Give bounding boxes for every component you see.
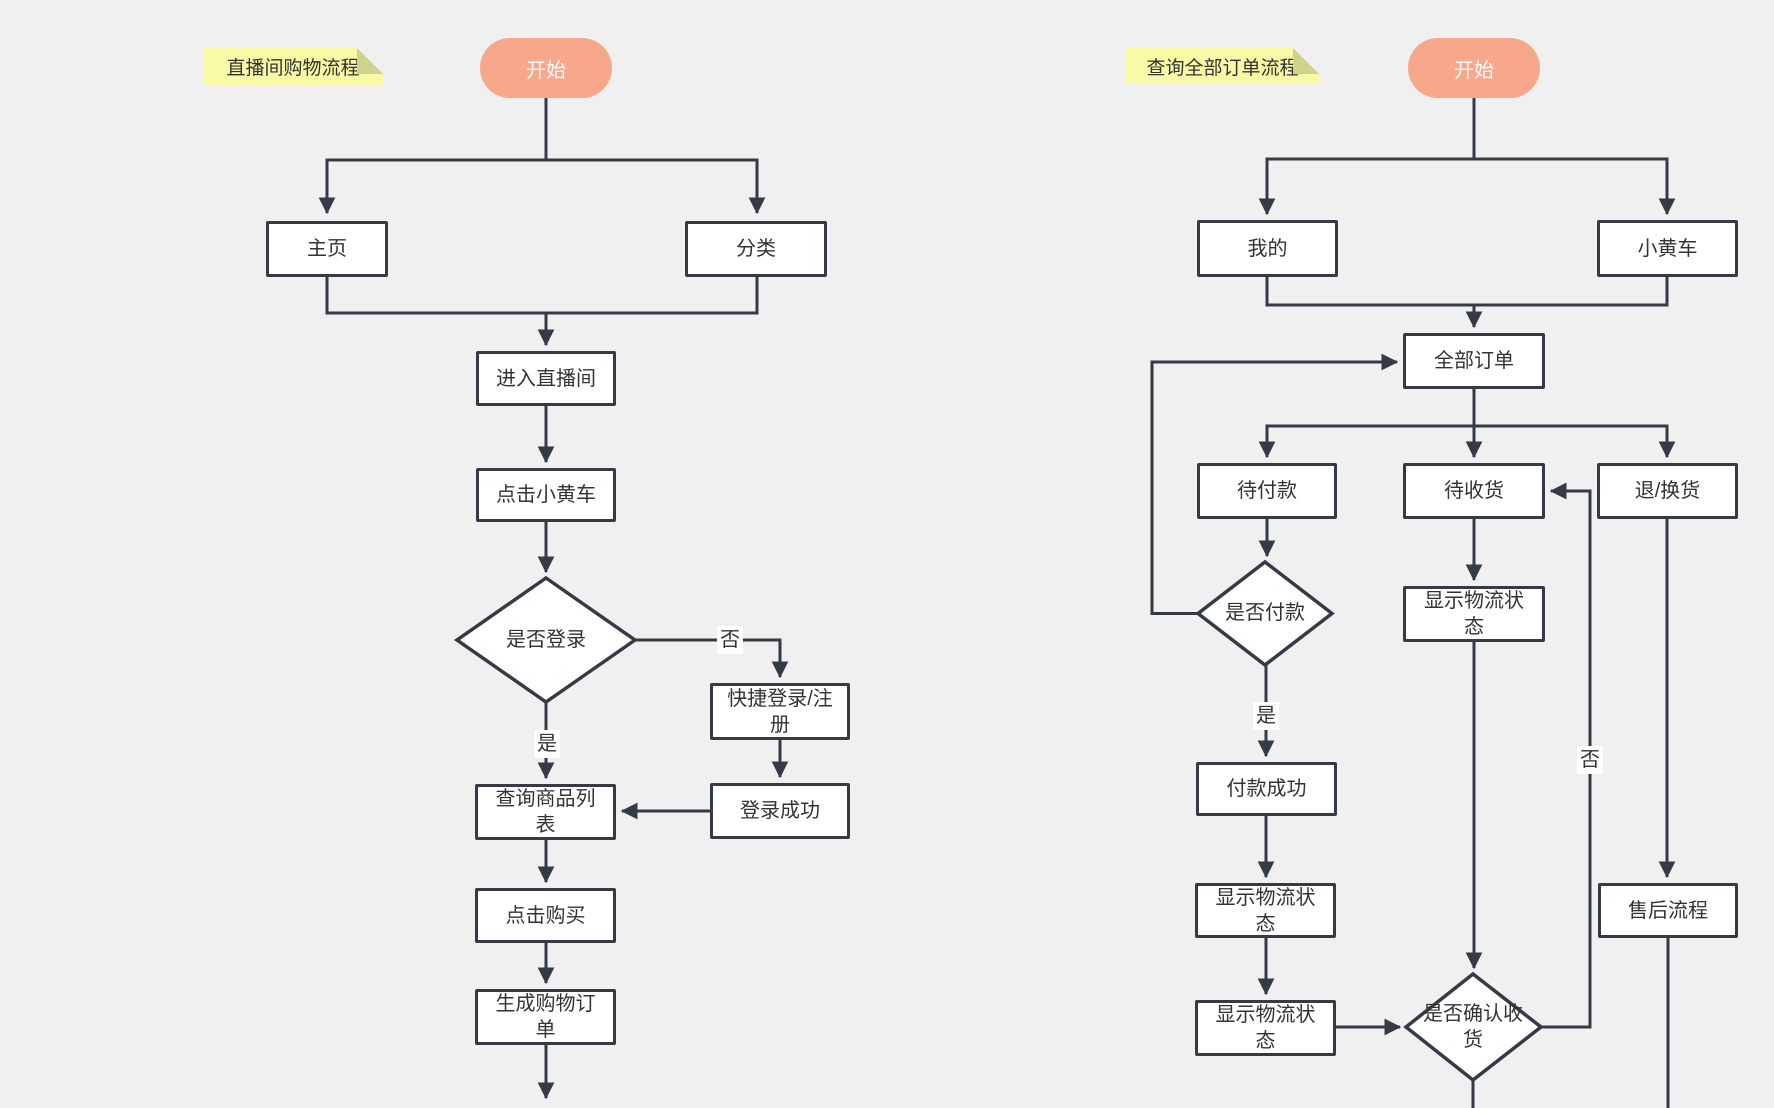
edge-mine-merge (1265, 277, 1474, 307)
decision-payment-shape[interactable] (1195, 559, 1335, 668)
edge-start1-to-home (318, 158, 546, 215)
note-live-shopping-flow[interactable]: 直播间购物流程 (203, 48, 383, 85)
node-login-success[interactable]: 登录成功 (710, 783, 850, 839)
node-yellow-cart[interactable]: 小黄车 (1597, 220, 1738, 277)
edge-start1-to-category (546, 158, 766, 215)
edge-label-confirm-no: 否 (1577, 746, 1603, 774)
node-logistics-status-1[interactable]: 显示物流状态 (1195, 883, 1336, 938)
edge-category-merge (546, 277, 759, 315)
edge-yellowcart-merge (1474, 277, 1669, 307)
node-after-sales-process[interactable]: 售后流程 (1598, 883, 1738, 938)
node-create-purchase-order[interactable]: 生成购物订单 (475, 989, 616, 1045)
edge-label-login-no: 否 (717, 626, 743, 654)
node-enter-live-room[interactable]: 进入直播间 (476, 351, 616, 406)
edge-label-paid-yes: 是 (1253, 702, 1279, 730)
decision-payment-label: 是否付款 (1225, 602, 1305, 624)
node-logistics-status-2[interactable]: 显示物流状态 (1195, 1000, 1336, 1056)
node-payment-success[interactable]: 付款成功 (1196, 762, 1337, 816)
decision-confirm-receipt-label: 是否确认收货 (1423, 1003, 1523, 1051)
note-query-orders-flow[interactable]: 查询全部订单流程 (1126, 48, 1319, 84)
node-click-yellow-cart[interactable]: 点击小黄车 (476, 468, 616, 522)
node-pending-payment[interactable]: 待付款 (1197, 463, 1337, 519)
node-pending-receipt[interactable]: 待收货 (1403, 463, 1545, 519)
node-start-query-orders[interactable]: 开始 (1408, 38, 1540, 98)
edge-decision-paid-loop (1150, 353, 1399, 615)
node-start-live-shopping[interactable]: 开始 (480, 38, 612, 98)
node-logistics-status-3[interactable]: 显示物流状态 (1403, 586, 1545, 642)
node-return-exchange[interactable]: 退/换货 (1597, 463, 1738, 519)
node-category[interactable]: 分类 (685, 221, 827, 277)
edge-start2-to-mine (1258, 157, 1474, 216)
decision-login-shape[interactable] (453, 575, 639, 705)
node-home[interactable]: 主页 (266, 221, 388, 277)
node-quick-login-register[interactable]: 快捷登录/注册 (710, 683, 850, 740)
node-click-buy[interactable]: 点击购买 (475, 888, 616, 943)
node-all-orders[interactable]: 全部订单 (1403, 333, 1545, 389)
edge-label-login-yes: 是 (534, 730, 560, 758)
node-mine[interactable]: 我的 (1197, 220, 1338, 277)
decision-login-label: 是否登录 (506, 629, 586, 651)
edge-all-orders-to-return (1474, 424, 1676, 459)
edge-start2-to-yellowcart (1474, 157, 1676, 216)
edge-home-merge (325, 277, 547, 315)
decision-confirm-receipt-shape[interactable] (1403, 971, 1544, 1083)
edge-login-no (635, 638, 789, 679)
node-query-product-list[interactable]: 查询商品列表 (475, 784, 616, 840)
edge-all-orders-to-payment (1258, 424, 1474, 459)
